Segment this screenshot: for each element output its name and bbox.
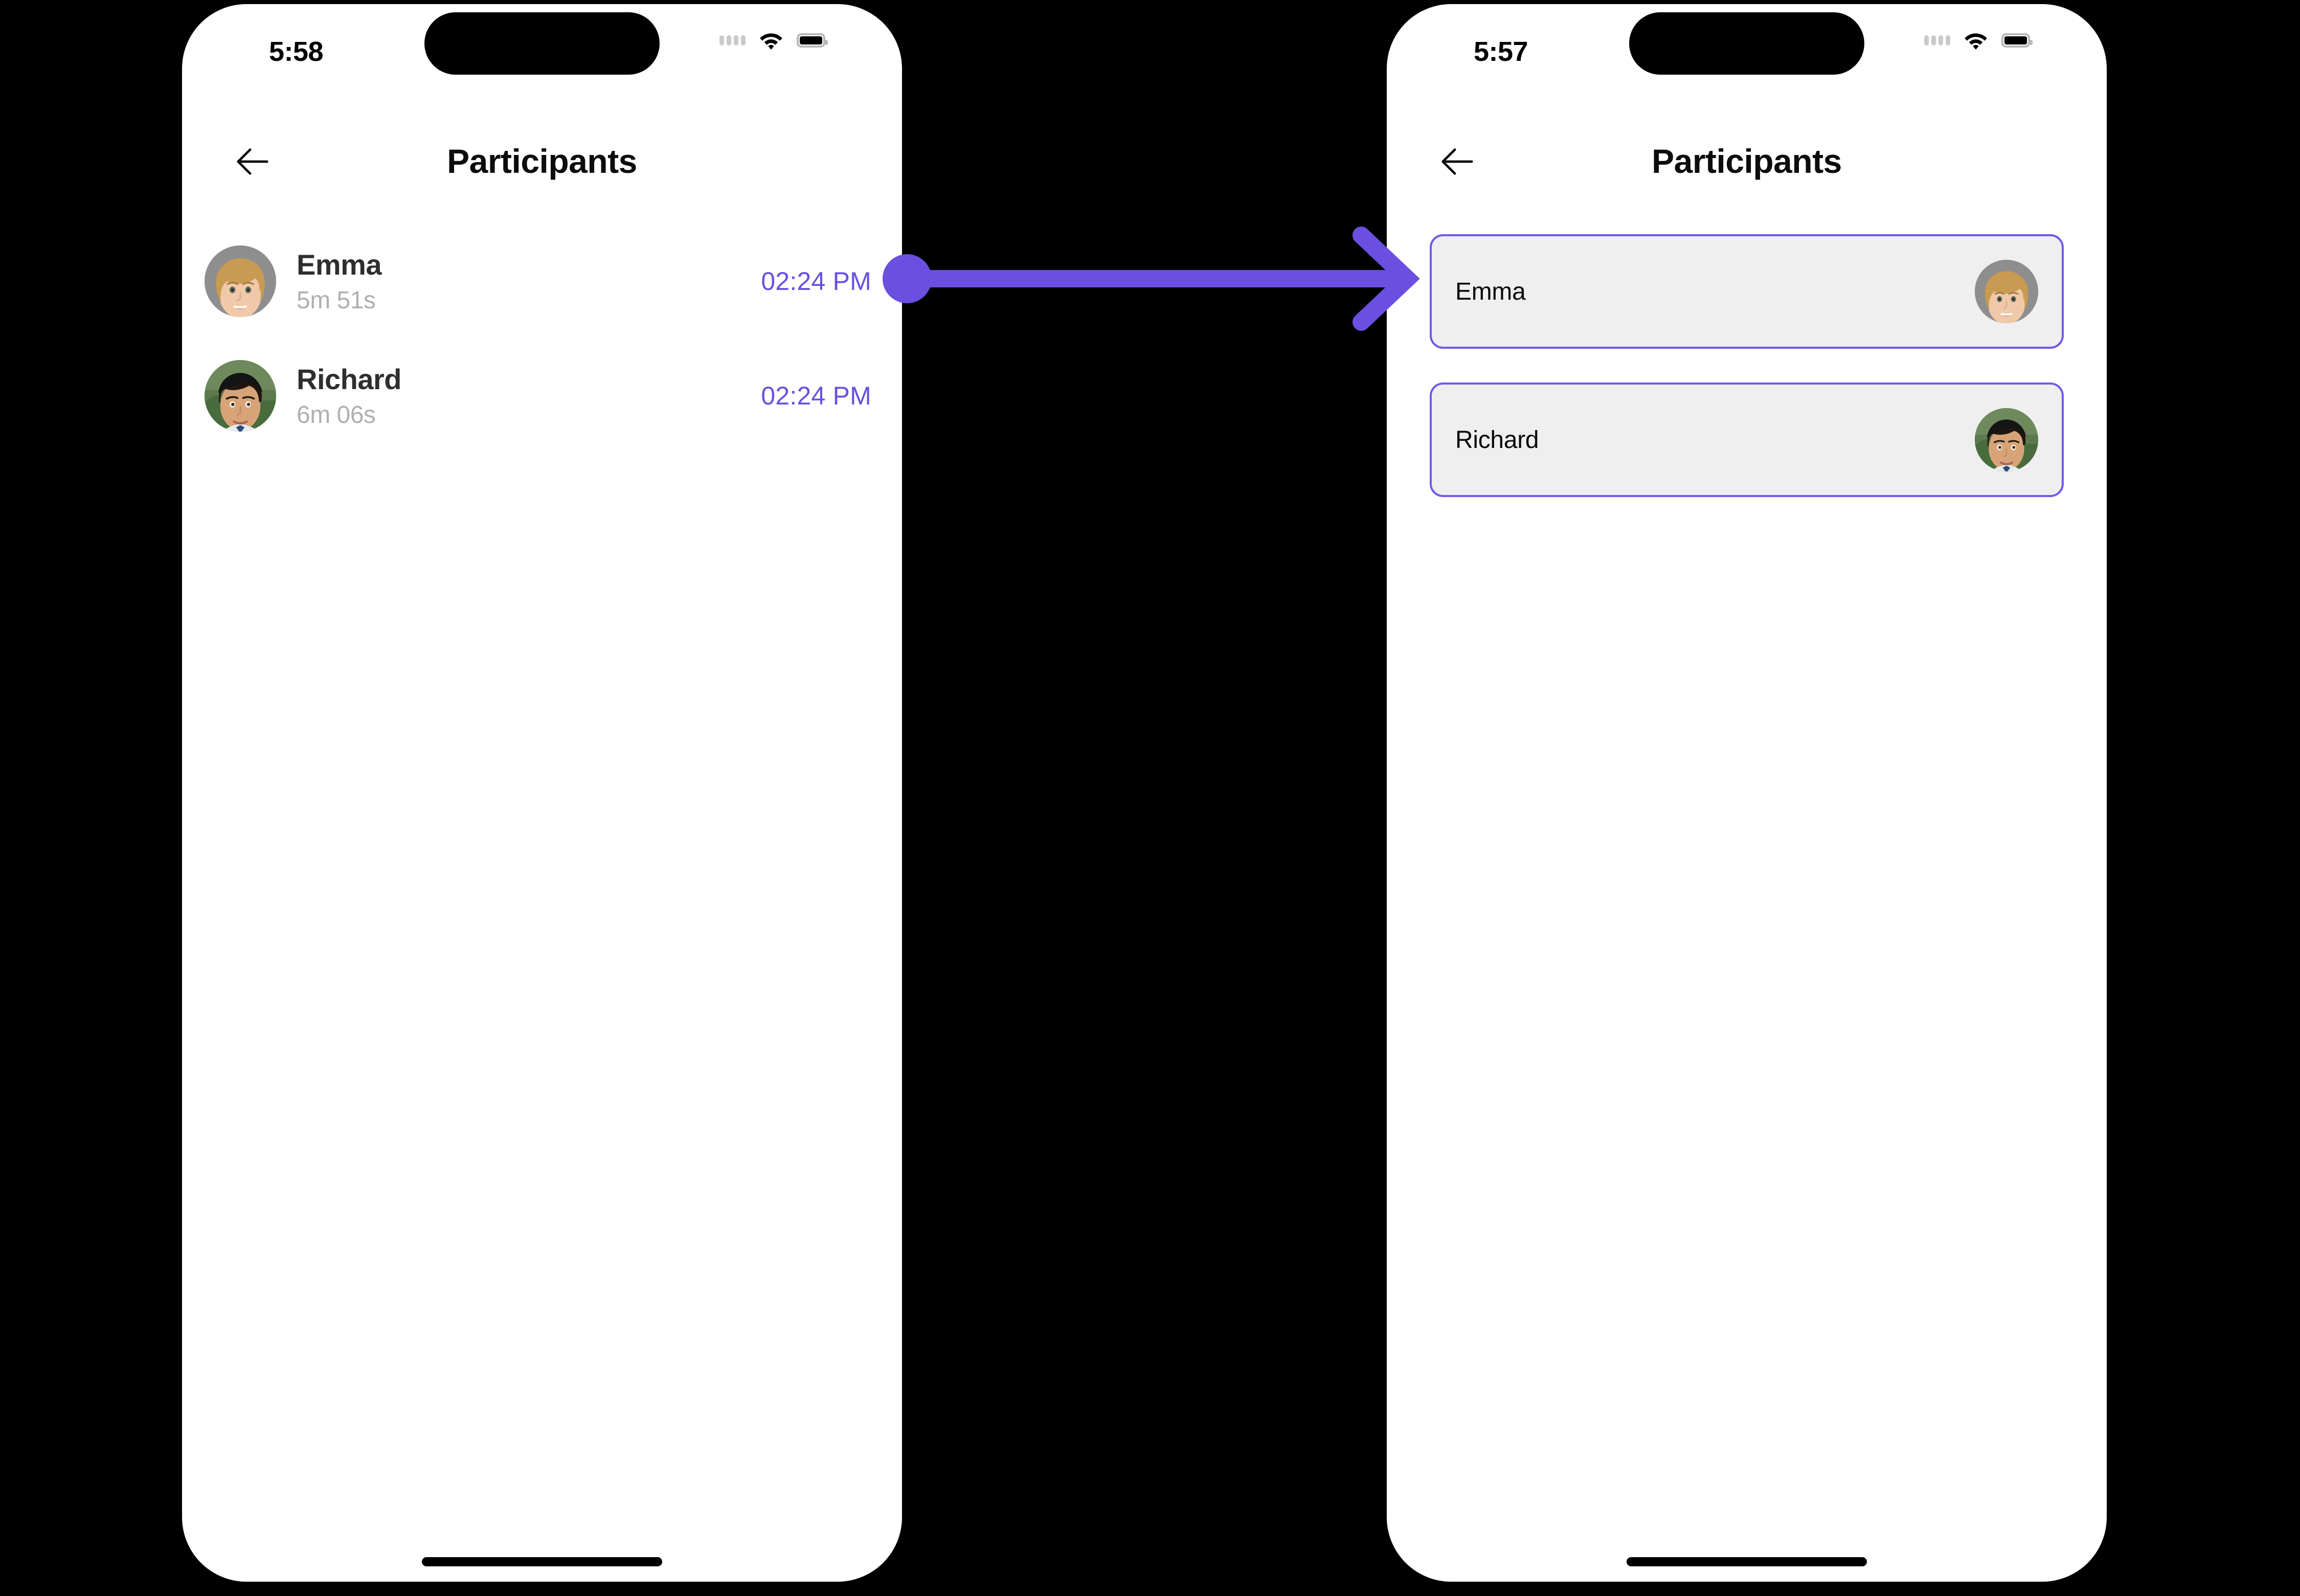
emma-avatar xyxy=(1975,260,2038,323)
status-time: 5:57 xyxy=(1474,36,1528,67)
dynamic-island xyxy=(424,12,660,75)
participant-timestamp: 02:24 PM xyxy=(761,381,871,410)
participant-card[interactable]: Richard xyxy=(1430,383,2064,497)
participant-info: Emma 5m 51s xyxy=(297,248,761,314)
home-indicator xyxy=(422,1557,662,1566)
back-arrow-icon[interactable] xyxy=(233,142,273,182)
home-indicator xyxy=(1627,1557,1867,1566)
participants-list-before: Emma 5m 51s 02:24 PM xyxy=(182,224,902,453)
participant-name: Emma xyxy=(1455,278,1526,305)
battery-icon xyxy=(797,33,828,48)
participant-duration: 6m 06s xyxy=(297,401,376,429)
participant-name: Richard xyxy=(297,363,402,395)
participant-info: Richard 6m 06s xyxy=(297,363,761,429)
richard-avatar xyxy=(1975,408,2038,471)
emma-avatar xyxy=(205,245,276,317)
participant-row[interactable]: Emma 5m 51s 02:24 PM xyxy=(182,224,902,339)
signal-dots-icon xyxy=(1924,35,1950,46)
dynamic-island xyxy=(1629,12,1864,75)
participant-row[interactable]: Richard 6m 06s 02:24 PM xyxy=(182,339,902,453)
phone-screen-after: 5:57 Participants Emma xyxy=(1387,4,2107,1582)
status-bar-before: 5:58 xyxy=(182,4,902,86)
flow-arrow-icon xyxy=(883,227,1420,331)
nav-bar-before: Participants xyxy=(182,129,902,201)
wifi-icon xyxy=(760,33,782,50)
status-indicators xyxy=(719,31,828,50)
participant-duration: 5m 51s xyxy=(297,287,376,314)
participants-list-after: Emma xyxy=(1387,234,2107,531)
status-time: 5:58 xyxy=(269,36,324,67)
participant-name: Richard xyxy=(1455,426,1539,454)
page-title: Participants xyxy=(1652,142,1842,180)
participant-name: Emma xyxy=(297,249,382,281)
status-indicators xyxy=(1924,31,2033,50)
nav-bar-after: Participants xyxy=(1387,129,2107,201)
participant-timestamp: 02:24 PM xyxy=(761,267,871,296)
wifi-icon xyxy=(1965,33,1987,50)
status-bar-after: 5:57 xyxy=(1387,4,2107,86)
back-arrow-icon[interactable] xyxy=(1438,142,1478,182)
phone-screen-before: 5:58 Participants xyxy=(182,4,902,1582)
signal-dots-icon xyxy=(719,35,746,46)
battery-icon xyxy=(2001,33,2033,48)
participant-card[interactable]: Emma xyxy=(1430,234,2064,349)
richard-avatar xyxy=(205,360,276,432)
page-title: Participants xyxy=(447,142,637,180)
